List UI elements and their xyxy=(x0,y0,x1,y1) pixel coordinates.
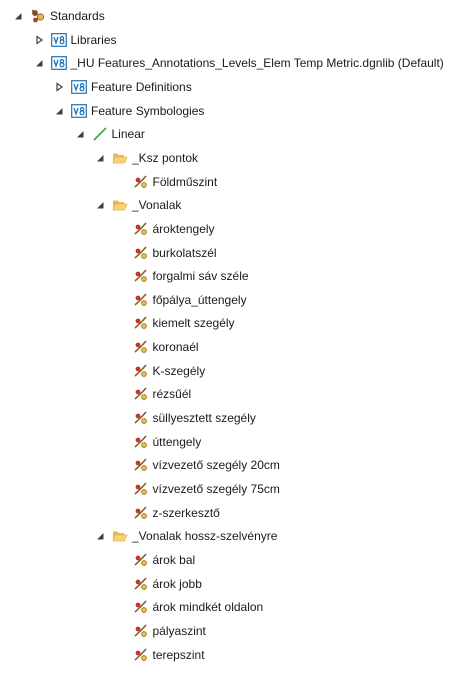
tree-item-label: Standards xyxy=(50,9,105,23)
symbology-icon xyxy=(133,552,149,568)
tree-item-label: Libraries xyxy=(70,32,117,47)
tree-item-kiemelt-szegely[interactable]: kiemelt szegély xyxy=(115,312,235,334)
expanded-arrow-icon[interactable] xyxy=(12,10,24,22)
tree-item-fopalya-uttengely[interactable]: főpálya_úttengely xyxy=(115,289,247,311)
tree-item-k-szegely[interactable]: K-szegély xyxy=(115,360,206,382)
expanded-arrow-icon[interactable] xyxy=(33,57,45,69)
tree-item-label: Földműszint xyxy=(152,174,218,189)
tree-item-palyaszint[interactable]: pályaszint xyxy=(115,620,206,642)
folder-open-icon xyxy=(112,197,128,213)
v8-library-icon xyxy=(71,79,87,95)
tree-item-terepszint[interactable]: terepszint xyxy=(115,644,205,666)
tree-item-vizvezeto-20[interactable]: vízvezető szegély 20cm xyxy=(115,454,280,476)
expanded-arrow-icon[interactable] xyxy=(94,199,106,211)
tree-item-sullyesztett-szegely[interactable]: süllyesztett szegély xyxy=(115,407,256,429)
tree-item-label: terepszint xyxy=(152,647,205,662)
symbology-icon xyxy=(133,245,149,261)
tree-item-label: forgalmi sáv széle xyxy=(152,269,249,284)
symbology-icon xyxy=(133,647,149,663)
tree-item-label: Feature Symbologies xyxy=(91,103,205,118)
tree-item-label: _Vonalak hossz-szelvényre xyxy=(132,529,278,544)
symbology-icon xyxy=(133,576,149,592)
tree-item-aroktengely[interactable]: ároktengely xyxy=(115,218,215,240)
symbology-icon xyxy=(133,457,149,473)
tree-item-feature-definitions[interactable]: Feature Definitions xyxy=(53,76,192,98)
tree-item-foldmuszint[interactable]: Földműszint xyxy=(115,171,218,193)
expanded-arrow-icon[interactable] xyxy=(74,128,86,140)
tree-item-vonalak[interactable]: _Vonalak xyxy=(94,194,181,216)
expanded-arrow-icon[interactable] xyxy=(94,152,106,164)
tree-item-burkolatszel[interactable]: burkolatszél xyxy=(115,242,217,264)
tree-item-standards[interactable]: Standards xyxy=(12,5,105,27)
tree-item-label: pályaszint xyxy=(152,623,206,638)
linear-line-icon xyxy=(92,126,108,142)
tree-item-label: süllyesztett szegély xyxy=(152,411,256,426)
collapsed-arrow-icon[interactable] xyxy=(33,34,45,46)
tree-item-label: _HU Features_Annotations_Levels_Elem Tem… xyxy=(70,56,444,71)
tree-item-dgnlib[interactable]: _HU Features_Annotations_Levels_Elem Tem… xyxy=(33,52,444,74)
tree-item-label: kiemelt szegély xyxy=(152,316,235,331)
tree-item-forgalmi-sav-szele[interactable]: forgalmi sáv széle xyxy=(115,265,249,287)
tree-item-arok-bal[interactable]: árok bal xyxy=(115,549,196,571)
tree-item-label: Feature Definitions xyxy=(91,79,192,94)
symbology-icon xyxy=(133,315,149,331)
tree-item-z-szerkeszto[interactable]: z-szerkesztő xyxy=(115,502,220,524)
tree-item-vonalak-hossz[interactable]: _Vonalak hossz-szelvényre xyxy=(94,525,277,547)
tree-item-label: úttengely xyxy=(152,434,202,449)
symbology-icon xyxy=(133,505,149,521)
tree-item-label: árok mindkét oldalon xyxy=(152,600,264,615)
tree-item-label: vízvezető szegély 20cm xyxy=(152,458,280,473)
tree-item-label: burkolatszél xyxy=(152,245,217,260)
tree-item-arok-mindket[interactable]: árok mindkét oldalon xyxy=(115,596,264,618)
symbology-icon xyxy=(133,363,149,379)
symbology-icon xyxy=(133,623,149,639)
tree-item-label: koronaél xyxy=(152,340,199,355)
symbology-icon xyxy=(133,174,149,190)
symbology-icon xyxy=(133,434,149,450)
tree-item-koronael[interactable]: koronaél xyxy=(115,336,199,358)
symbology-icon xyxy=(133,292,149,308)
tree-item-label: ároktengely xyxy=(152,221,215,236)
tree-item-label: rézsűél xyxy=(152,387,192,402)
folder-open-icon xyxy=(112,528,128,544)
tree-item-arok-jobb[interactable]: árok jobb xyxy=(115,573,202,595)
tree-item-label: árok bal xyxy=(152,552,196,567)
symbology-icon xyxy=(133,386,149,402)
tree-item-label: z-szerkesztő xyxy=(152,505,220,520)
expanded-arrow-icon[interactable] xyxy=(53,105,65,117)
tree-item-label: árok jobb xyxy=(152,576,202,591)
v8-library-icon xyxy=(50,32,67,48)
expanded-arrow-icon[interactable] xyxy=(94,530,106,542)
tree-item-label: _Ksz pontok xyxy=(132,150,199,165)
tree-item-vizvezeto-75[interactable]: vízvezető szegély 75cm xyxy=(115,478,280,500)
tree-item-label: Linear xyxy=(111,127,145,142)
symbology-icon xyxy=(133,481,149,497)
tree-item-uttengely[interactable]: úttengely xyxy=(115,431,202,453)
symbology-icon xyxy=(133,221,149,237)
v8-library-icon xyxy=(71,103,87,119)
symbology-icon xyxy=(133,410,149,426)
tree-item-feature-symbologies[interactable]: Feature Symbologies xyxy=(53,100,204,122)
tree-item-label: vízvezető szegély 75cm xyxy=(152,482,280,496)
tree-item-label: K-szegély xyxy=(152,363,206,378)
folder-open-icon xyxy=(112,150,128,166)
symbology-icon xyxy=(133,339,149,355)
tree-item-libraries[interactable]: Libraries xyxy=(33,29,117,51)
symbology-icon xyxy=(133,599,149,615)
symbology-icon xyxy=(133,268,149,284)
tree-item-label: _Vonalak xyxy=(132,198,182,213)
collapsed-arrow-icon[interactable] xyxy=(53,81,65,93)
tree-item-rezsuel[interactable]: rézsűél xyxy=(115,383,192,405)
tree-item-label: főpálya_úttengely xyxy=(152,292,247,307)
v8-library-icon xyxy=(50,55,67,71)
tree-item-linear[interactable]: Linear xyxy=(74,123,145,145)
tree-item-ksz-pontok[interactable]: _Ksz pontok xyxy=(94,147,198,169)
standards-icon xyxy=(30,8,46,24)
